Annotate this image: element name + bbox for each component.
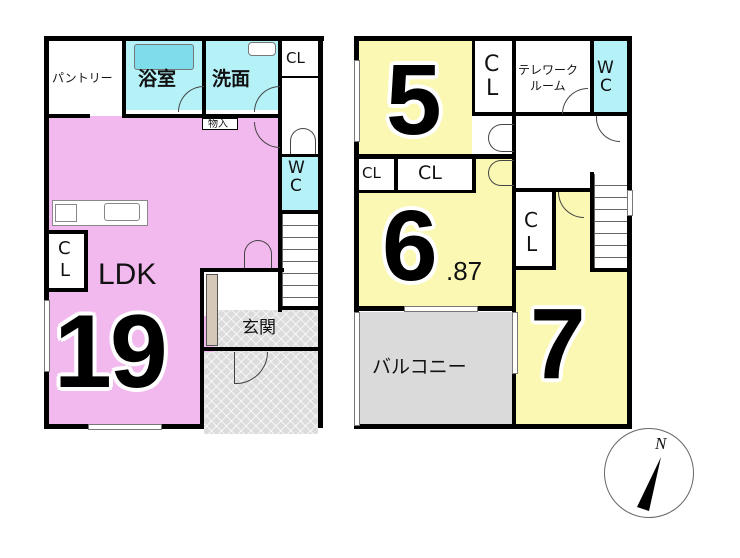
floor-plan-1f: パントリー 浴室 洗面 CL 物入 W C C L LDK 19 玄関	[0, 0, 340, 558]
entrance-floor	[214, 310, 318, 352]
wall	[84, 230, 88, 292]
bedroom-6-size: 6	[382, 190, 438, 302]
window	[44, 300, 50, 372]
closet-top	[282, 40, 318, 76]
compass: N	[604, 428, 694, 518]
closet-4-label-l: L	[526, 232, 538, 256]
balcony	[358, 312, 512, 424]
wall	[354, 190, 476, 193]
closet-4-2f	[516, 194, 552, 268]
closet-4-label-c: C	[524, 208, 538, 232]
telework-label-2: ルーム	[530, 79, 566, 93]
kitchen-sink-icon	[104, 203, 140, 221]
wall	[590, 172, 594, 272]
wall	[282, 210, 318, 214]
door-ldk	[244, 240, 272, 268]
wall	[318, 36, 323, 428]
window	[88, 424, 162, 430]
window	[354, 60, 360, 142]
wall	[278, 306, 322, 310]
ldk-size: 19	[54, 294, 168, 410]
closet-ldk-label-l: L	[60, 260, 71, 281]
ldk-label: LDK	[98, 258, 157, 291]
shoe-storage	[206, 274, 218, 346]
closet-ldk-label-c: C	[58, 238, 71, 259]
closet-3-2f	[398, 158, 474, 192]
wc-1f	[282, 156, 318, 210]
wc-2f	[594, 40, 628, 114]
pantry-room	[48, 40, 124, 116]
bathtub	[134, 44, 194, 70]
wall	[200, 268, 284, 272]
north-arrow-icon	[637, 457, 661, 511]
wall	[44, 36, 324, 41]
storage-label: 物入	[208, 119, 228, 130]
wc-label-w: W	[288, 158, 305, 178]
wall	[512, 36, 516, 428]
wall	[44, 114, 90, 118]
wall	[122, 36, 126, 118]
bedroom-6-decimal: .87	[446, 256, 483, 286]
door-wc	[290, 128, 316, 154]
wall	[202, 36, 206, 114]
wall	[354, 154, 516, 159]
pantry-label: パントリー	[52, 71, 113, 85]
stove-icon	[55, 204, 77, 222]
wall	[472, 112, 630, 116]
bedroom-6-87	[358, 192, 512, 308]
door-bedroom6	[488, 160, 514, 186]
wall	[627, 36, 632, 428]
closet-top-label: CL	[286, 49, 305, 67]
wc-2f-label-w: W	[597, 58, 614, 78]
wc-label-c: C	[290, 176, 302, 196]
bedroom-5	[358, 40, 472, 156]
bedroom-7-size: 7	[530, 288, 586, 400]
closet-2-2f	[358, 158, 394, 192]
wall	[552, 190, 556, 270]
wall	[354, 424, 632, 429]
closet-1-label-l: L	[486, 76, 499, 101]
wall	[354, 36, 632, 41]
wall	[200, 347, 322, 351]
wall	[512, 266, 556, 270]
balcony-label: バルコニー	[372, 356, 467, 378]
wall	[354, 36, 359, 428]
wall	[282, 154, 318, 157]
staircase-1f	[282, 214, 320, 308]
wall	[282, 76, 318, 78]
window	[512, 312, 518, 374]
entrance-label: 玄関	[242, 318, 276, 338]
closet-2-label: CL	[362, 164, 381, 182]
wall	[472, 154, 476, 192]
window	[404, 306, 478, 312]
wc-2f-label-c: C	[600, 76, 612, 96]
wall	[472, 40, 475, 116]
closet-3-label: CL	[418, 162, 442, 184]
bedroom-5-size: 5	[386, 44, 442, 156]
wall	[590, 36, 594, 116]
compass-north-label: N	[655, 434, 667, 453]
staircase-2f	[594, 174, 630, 268]
wall	[122, 114, 282, 118]
closet-1-2f	[474, 40, 514, 114]
window	[627, 190, 633, 216]
wall	[44, 230, 88, 234]
closet-1-label-c: C	[484, 52, 500, 77]
wall	[278, 36, 282, 312]
door-bedroom5	[488, 124, 514, 152]
storage-room	[202, 118, 238, 130]
sink	[248, 42, 276, 56]
window	[354, 312, 360, 426]
bedroom-7	[516, 270, 628, 424]
wall	[590, 268, 630, 272]
wall	[394, 154, 398, 192]
closet-ldk	[48, 234, 84, 290]
wall	[44, 288, 88, 292]
bath-label: 浴室	[138, 68, 177, 90]
washroom-label: 洗面	[212, 68, 251, 90]
telework-label-1: テレワーク	[518, 63, 579, 77]
